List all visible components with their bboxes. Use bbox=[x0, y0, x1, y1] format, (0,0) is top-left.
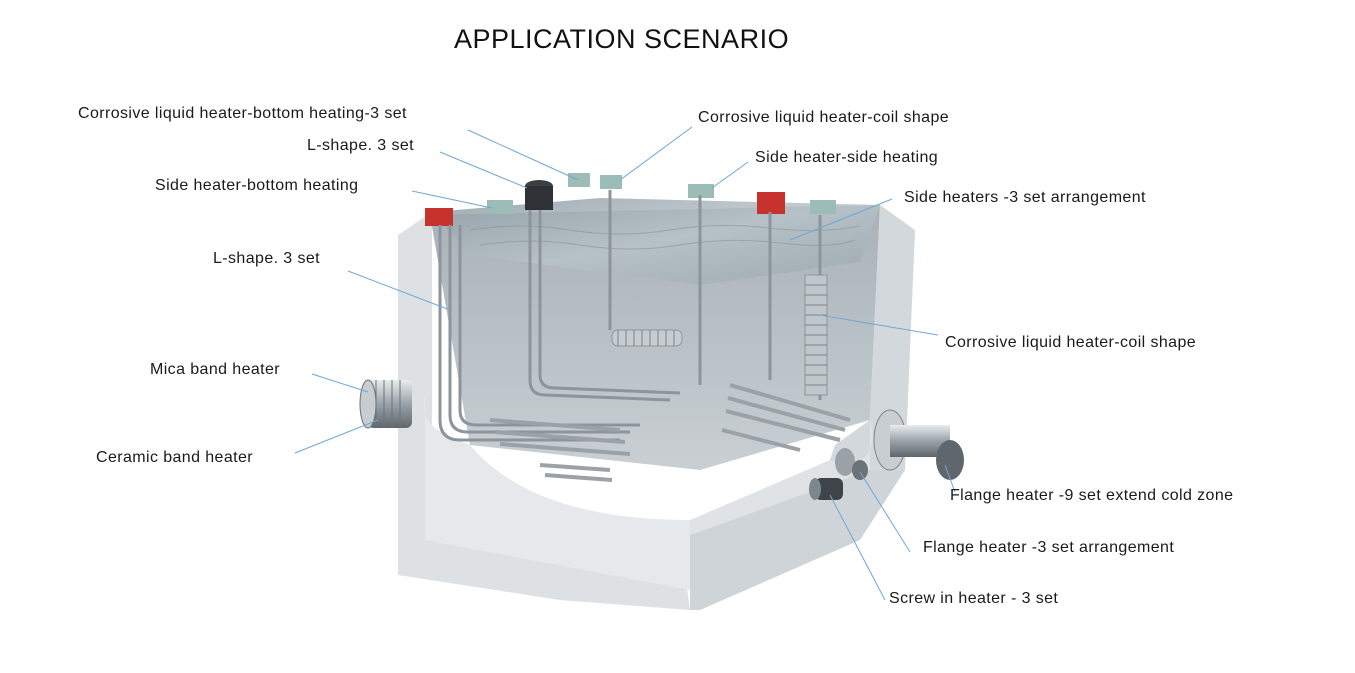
leader-side-3set bbox=[789, 198, 893, 241]
leader-screw-in bbox=[829, 494, 886, 601]
tank-body bbox=[398, 198, 915, 610]
label-side-3set: Side heaters -3 set arrangement bbox=[904, 189, 1146, 206]
leader-corrosive-bottom bbox=[467, 129, 579, 181]
label-side-side: Side heater-side heating bbox=[755, 149, 939, 166]
red-terminal-box-right bbox=[757, 192, 785, 214]
terminal-box-3 bbox=[600, 175, 622, 189]
leader-flange-9 bbox=[944, 464, 956, 493]
leader-lines bbox=[294, 126, 956, 601]
leader-l-shape-top bbox=[439, 151, 528, 189]
leader-corrosive-coil-right bbox=[819, 314, 939, 336]
band-heaters bbox=[359, 379, 412, 429]
terminal-box-1 bbox=[487, 200, 513, 214]
label-side-bottom: Side heater-bottom heating bbox=[155, 177, 359, 194]
label-corrosive-bottom: Corrosive liquid heater-bottom heating-3… bbox=[78, 105, 407, 122]
top-heater-terminals bbox=[425, 173, 836, 226]
label-ceramic-band: Ceramic band heater bbox=[96, 449, 254, 466]
label-corrosive-coil-right: Corrosive liquid heater-coil shape bbox=[945, 334, 1197, 351]
leader-ceramic-band bbox=[294, 419, 379, 454]
flange-heater-3 bbox=[835, 448, 868, 480]
tank-right-curve bbox=[690, 420, 873, 535]
leader-flange-3 bbox=[859, 471, 911, 553]
label-flange-9: Flange heater -9 set extend cold zone bbox=[950, 487, 1234, 504]
leader-mica-band bbox=[311, 373, 369, 393]
leader-side-side bbox=[711, 161, 749, 189]
leader-side-bottom bbox=[411, 190, 493, 209]
leader-l-shape-mid bbox=[347, 270, 451, 311]
label-flange-3: Flange heater -3 set arrangement bbox=[923, 539, 1175, 556]
mica-band-heater-body bbox=[368, 380, 412, 428]
tank-front-wall bbox=[423, 395, 690, 590]
red-terminal-box-left bbox=[425, 208, 453, 226]
screw-in-heater bbox=[809, 478, 843, 500]
page-title: APPLICATION SCENARIO bbox=[454, 24, 790, 54]
terminal-box-2 bbox=[568, 173, 590, 187]
bottom-heater-bundles bbox=[489, 383, 851, 482]
terminal-box-5 bbox=[810, 200, 836, 214]
flange-heater-9 bbox=[873, 409, 964, 480]
label-l-shape-mid: L-shape. 3 set bbox=[213, 250, 320, 267]
side-coil-heater bbox=[804, 274, 828, 396]
label-screw-in: Screw in heater - 3 set bbox=[889, 590, 1059, 607]
leader-corrosive-coil-top bbox=[619, 126, 693, 181]
coil-heater bbox=[611, 329, 683, 347]
label-mica-band: Mica band heater bbox=[150, 361, 281, 378]
black-cylinder bbox=[525, 186, 553, 210]
water-ripple-2 bbox=[479, 239, 856, 250]
water-ripple-1 bbox=[469, 224, 861, 235]
water-surface bbox=[432, 198, 880, 285]
label-corrosive-coil-top: Corrosive liquid heater-coil shape bbox=[698, 109, 950, 126]
tank-bottom-slab bbox=[690, 470, 905, 610]
terminal-box-4 bbox=[688, 184, 714, 198]
rod-left-1 bbox=[438, 225, 620, 442]
label-l-shape-top: L-shape. 3 set bbox=[307, 137, 414, 154]
